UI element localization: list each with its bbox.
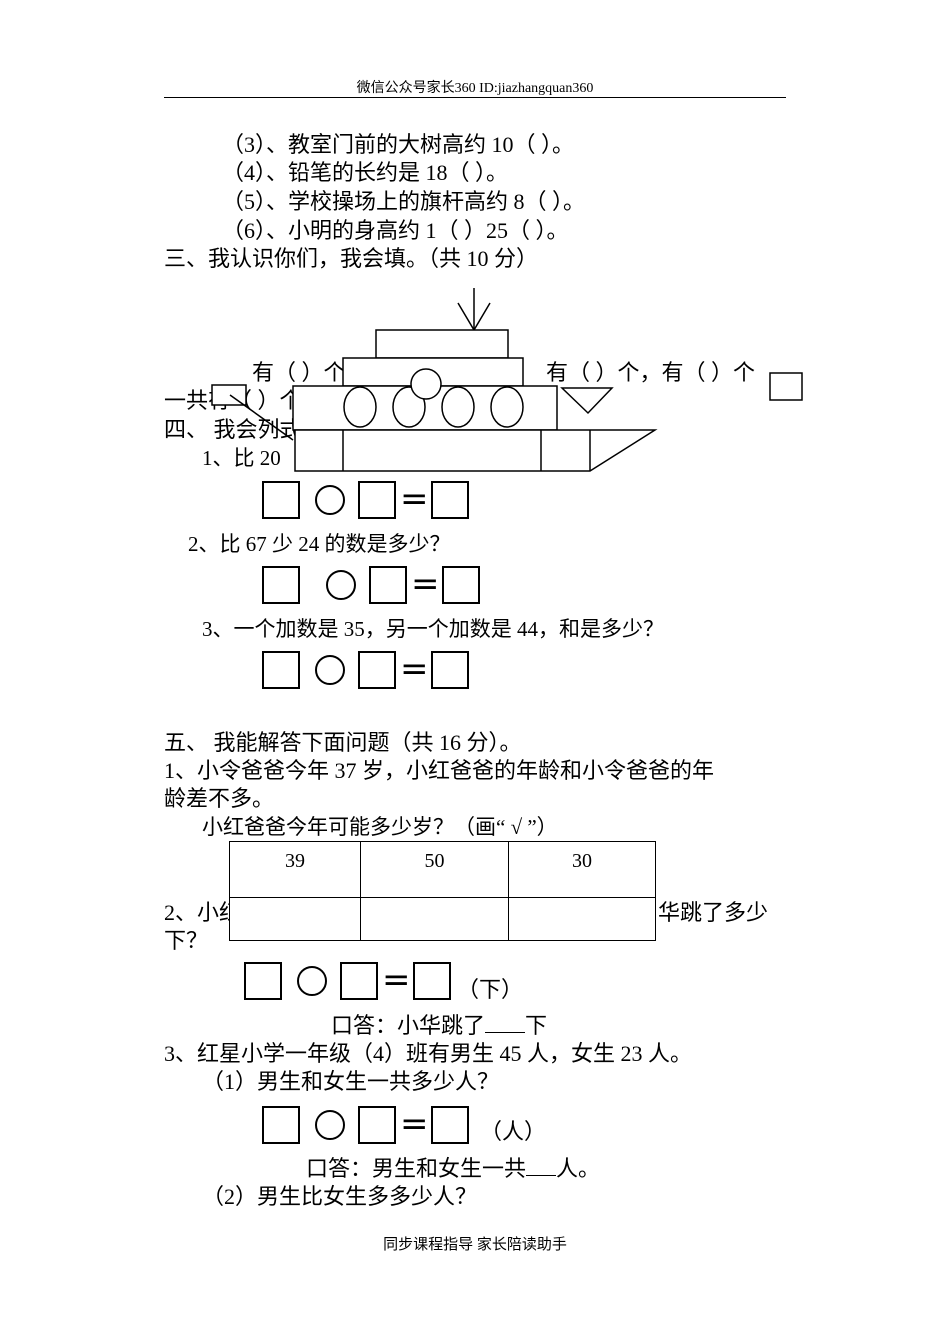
answer-suffix: 下 <box>525 1013 548 1038</box>
section-5-question-3: 3、红星小学一年级（4）班有男生 45 人，女生 23 人。 <box>164 1041 693 1066</box>
answer-box[interactable] <box>431 1106 469 1144</box>
section-5-question-3-answer: 口答：男生和女生一共 人。 <box>306 1155 600 1183</box>
choice-mark-cell[interactable] <box>360 897 509 941</box>
operator-circle[interactable] <box>315 655 345 685</box>
shape-count-left: 有（ ）个 <box>252 360 346 385</box>
answer-box[interactable] <box>244 962 282 1000</box>
ship-hull <box>294 429 658 472</box>
question-2-5: （5）、学校操场上的旗杆高约 8（ ）。 <box>222 189 586 214</box>
equals-sign: = <box>400 479 429 519</box>
choice-value-cell: 50 <box>360 841 509 898</box>
ship-top-deck <box>375 329 509 359</box>
section-5-question-1-line-2: 龄差不多。 <box>164 786 275 811</box>
question-2-6: （6）、小明的身高约 1（ ）25（ ）。 <box>222 218 569 243</box>
porthole-oval-2 <box>392 386 426 428</box>
operator-circle[interactable] <box>315 1110 345 1140</box>
section-5-question-3-sub-1: （1）男生和女生一共多少人？ <box>202 1069 500 1094</box>
triangle-shape <box>560 387 614 415</box>
answer-box[interactable] <box>262 566 300 604</box>
unit-label: （下） <box>457 977 524 1002</box>
section-4-question-3: 3、一个加数是 35，另一个加数是 44，和是多少？ <box>202 617 664 641</box>
equals-sign: = <box>411 564 440 604</box>
choice-mark-cell[interactable] <box>229 897 361 941</box>
porthole-oval-4 <box>490 386 524 428</box>
equals-sign: = <box>400 649 429 689</box>
equals-sign: = <box>382 960 411 1000</box>
section-5-question-2-end: 华跳了多少 <box>658 900 769 925</box>
answer-box[interactable] <box>262 481 300 519</box>
operator-circle[interactable] <box>326 570 356 600</box>
choice-value-cell: 30 <box>508 841 656 898</box>
porthole-oval-3 <box>441 386 475 428</box>
answer-box[interactable] <box>358 1106 396 1144</box>
answer-box[interactable] <box>431 481 469 519</box>
page-footer: 同步课程指导 家长陪读助手 <box>383 1237 567 1253</box>
answer-box[interactable] <box>369 566 407 604</box>
operator-circle[interactable] <box>315 485 345 515</box>
answer-box[interactable] <box>358 651 396 689</box>
porthole-oval-1 <box>343 386 377 428</box>
page-header: 微信公众号家长360 ID:jiazhangquan360 <box>356 81 594 96</box>
small-square-shape-right <box>769 372 803 401</box>
section-5-question-2-line-2: 下？ <box>164 928 209 953</box>
answer-box[interactable] <box>262 1106 300 1144</box>
porthole-circle <box>410 368 442 400</box>
header-divider <box>164 97 786 98</box>
answer-suffix: 人。 <box>556 1156 601 1181</box>
equals-sign: = <box>400 1104 429 1144</box>
section-5-question-2-start: 2、小红 <box>164 900 242 925</box>
answer-prefix: 口答：小华跳了 <box>331 1013 486 1038</box>
section-4-question-1: 1、比 20 <box>202 446 281 470</box>
question-2-3: （3）、教室门前的大树高约 10（ ）。 <box>222 132 575 157</box>
operator-circle[interactable] <box>297 966 327 996</box>
answer-box[interactable] <box>358 481 396 519</box>
answer-box[interactable] <box>413 962 451 1000</box>
question-2-4: （4）、铅笔的长约是 18（ ）。 <box>222 160 509 185</box>
choice-mark-cell[interactable] <box>508 897 656 941</box>
answer-blank[interactable] <box>526 1155 557 1176</box>
section-5-question-1-line-1: 1、小令爸爸今年 37 岁，小红爸爸的年龄和小令爸爸的年 <box>164 758 715 783</box>
answer-box[interactable] <box>431 651 469 689</box>
ship-illustration <box>211 288 803 472</box>
answer-box[interactable] <box>442 566 480 604</box>
answer-box[interactable] <box>262 651 300 689</box>
section-5-title: 五、 我能解答下面问题（共 16 分）。 <box>164 730 522 755</box>
unit-label: （人） <box>480 1119 547 1144</box>
answer-prefix: 口答：男生和女生一共 <box>306 1156 527 1181</box>
section-4-question-2: 2、比 67 少 24 的数是多少？ <box>188 532 451 556</box>
choice-value-cell: 39 <box>229 841 361 898</box>
answer-box[interactable] <box>340 962 378 1000</box>
answer-blank[interactable] <box>485 1012 526 1033</box>
section-3-title: 三、我认识你们，我会填。（共 10 分） <box>164 246 539 271</box>
section-5-question-2-answer: 口答：小华跳了 下 <box>331 1012 547 1040</box>
age-choice-table: 39 50 30 <box>229 841 656 941</box>
shape-count-right: 有（ ）个，有（ ）个 <box>546 360 756 385</box>
section-5-question-1-prompt: 小红爸爸今年可能多少岁？（画“ √ ”） <box>202 815 558 839</box>
section-5-question-3-sub-2: （2）男生比女生多多少人？ <box>202 1184 478 1209</box>
